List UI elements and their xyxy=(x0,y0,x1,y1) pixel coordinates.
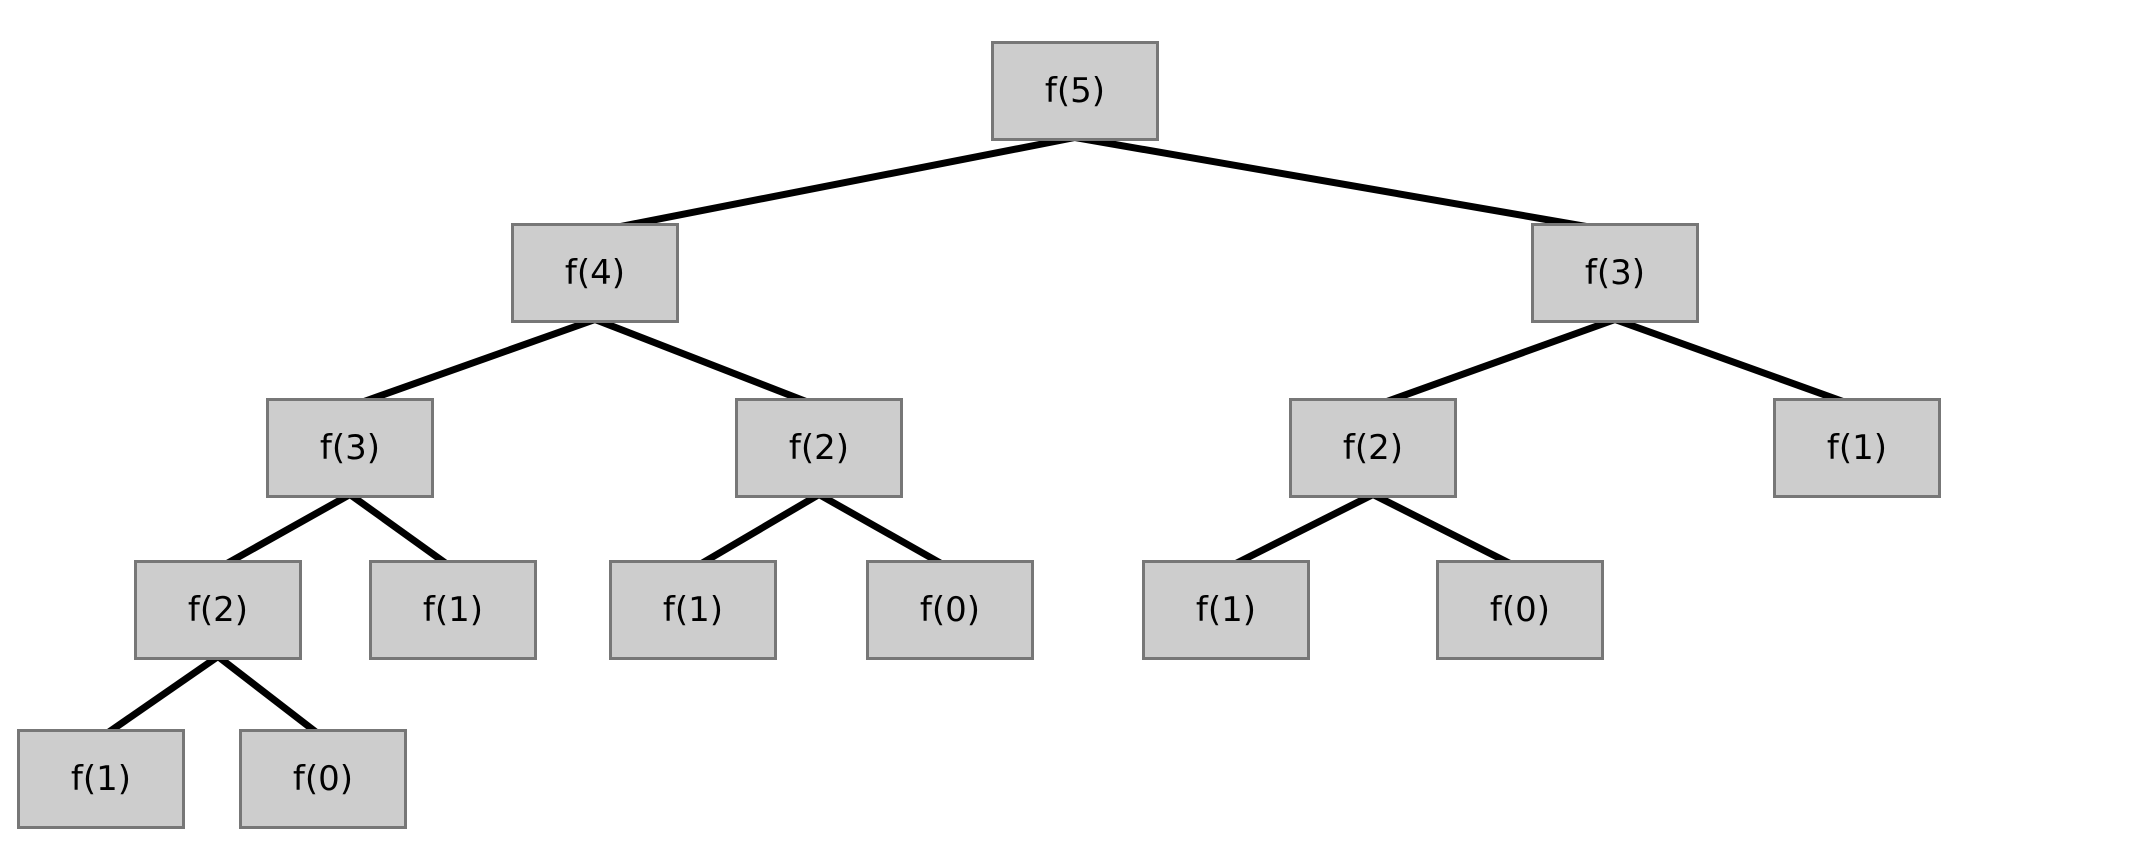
node-label-n14: f(0) xyxy=(293,759,353,799)
tree-node-n8: f(1) xyxy=(369,560,537,660)
node-box-n5 xyxy=(1289,398,1457,498)
node-box-n1 xyxy=(511,223,679,323)
tree-node-n3: f(3) xyxy=(266,398,434,498)
tree-node-n7: f(2) xyxy=(134,560,302,660)
node-box-n13 xyxy=(17,729,185,829)
tree-edge-n7-n13 xyxy=(99,653,220,741)
node-box-n11 xyxy=(1142,560,1310,660)
node-box-n7 xyxy=(134,560,302,660)
node-label-n8: f(1) xyxy=(423,590,483,630)
tree-node-n0: f(5) xyxy=(991,41,1159,141)
node-box-n10 xyxy=(866,560,1034,660)
tree-edge-n2-n5 xyxy=(1371,316,1617,410)
node-box-n0 xyxy=(991,41,1159,141)
node-box-n6 xyxy=(1773,398,1941,498)
node-label-n4: f(2) xyxy=(789,428,849,468)
tree-node-n6: f(1) xyxy=(1773,398,1941,498)
node-label-n3: f(3) xyxy=(320,428,380,468)
node-label-n7: f(2) xyxy=(188,590,248,630)
tree-node-n9: f(1) xyxy=(609,560,777,660)
node-label-n9: f(1) xyxy=(663,590,723,630)
node-label-n11: f(1) xyxy=(1196,590,1256,630)
tree-node-n2: f(3) xyxy=(1531,223,1699,323)
node-label-n5: f(2) xyxy=(1343,428,1403,468)
node-box-n12 xyxy=(1436,560,1604,660)
tree-edge-n5-n11 xyxy=(1224,491,1375,572)
tree-edge-n2-n6 xyxy=(1613,316,1859,410)
node-box-n2 xyxy=(1531,223,1699,323)
tree-edge-n4-n9 xyxy=(691,491,821,572)
tree-edge-n1-n4 xyxy=(593,316,821,410)
tree-edge-n3-n8 xyxy=(347,491,456,572)
node-label-n1: f(4) xyxy=(565,253,625,293)
tree-node-n11: f(1) xyxy=(1142,560,1310,660)
node-label-n0: f(5) xyxy=(1045,71,1105,111)
tree-edge-n3-n7 xyxy=(216,491,352,572)
tree-edge-n1-n3 xyxy=(348,316,597,410)
node-label-n12: f(0) xyxy=(1490,590,1550,630)
node-box-n3 xyxy=(266,398,434,498)
node-label-n6: f(1) xyxy=(1827,428,1887,468)
tree-edge-n7-n14 xyxy=(215,653,326,741)
tree-node-n10: f(0) xyxy=(866,560,1034,660)
tree-edge-n0-n2 xyxy=(1074,134,1616,235)
tree-node-n1: f(4) xyxy=(511,223,679,323)
node-label-n13: f(1) xyxy=(71,759,131,799)
node-label-n2: f(3) xyxy=(1585,253,1645,293)
node-box-n8 xyxy=(369,560,537,660)
tree-node-n5: f(2) xyxy=(1289,398,1457,498)
node-box-n9 xyxy=(609,560,777,660)
tree-node-n14: f(0) xyxy=(239,729,407,829)
node-box-n14 xyxy=(239,729,407,829)
tree-node-n4: f(2) xyxy=(735,398,903,498)
tree-node-n12: f(0) xyxy=(1436,560,1604,660)
node-label-n10: f(0) xyxy=(920,590,980,630)
tree-edge-n4-n10 xyxy=(817,491,952,572)
tree-edge-n5-n12 xyxy=(1371,491,1522,572)
node-box-n4 xyxy=(735,398,903,498)
tree-edge-n0-n1 xyxy=(594,134,1076,235)
tree-node-n13: f(1) xyxy=(17,729,185,829)
